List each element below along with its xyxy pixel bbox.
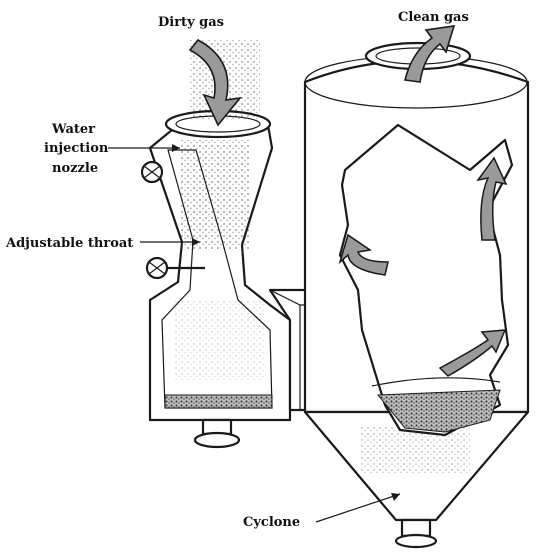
cyclone-outlet-cap [396,535,436,547]
label-water-line1: Water [51,122,95,137]
label-water-line2: injection [44,141,109,156]
label-cyclone: Cyclone [243,515,300,530]
cyclone-outlet-neck [402,520,430,536]
label-adjustable-throat: Adjustable throat [5,236,133,251]
scrubber-drain-cap [195,433,239,447]
chamber-droplets [175,300,265,380]
label-dirty-gas: Dirty gas [158,15,224,30]
scrubber-sediment [165,395,272,408]
dirty-gas-particles [180,140,250,250]
label-clean-gas: Clean gas [398,10,469,25]
cyclone-separator [305,43,528,547]
label-water-line3: nozzle [52,161,98,176]
